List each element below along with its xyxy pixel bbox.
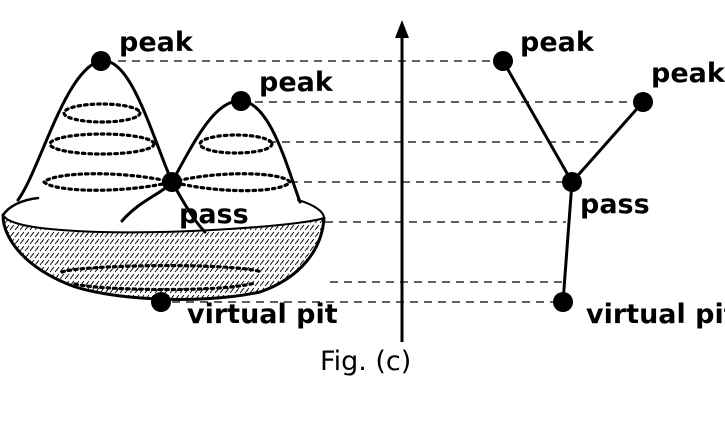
level-lines: [118, 60, 643, 303]
left-pass-node: [162, 172, 182, 192]
left-virtual-pit-label: virtual pit: [187, 299, 338, 330]
contour-peak-1-mid: [48, 132, 156, 156]
left-virtual-pit-node: [151, 292, 171, 312]
height-axis-arrow: [395, 20, 409, 342]
right-pass-node: [562, 172, 582, 192]
left-peak-2-node: [231, 91, 251, 111]
right-peak-1-node: [493, 51, 513, 71]
right-peak-2-node: [633, 92, 653, 112]
left-peak-2-label: peak: [259, 67, 334, 98]
contour-peak-1-high: [62, 102, 142, 124]
edge-peak-2-pass: [570, 100, 645, 184]
right-virtual-pit-node: [553, 292, 573, 312]
bowl-contour-lower: [73, 281, 257, 292]
left-pass-label: pass: [179, 199, 249, 230]
right-pass-label: pass: [580, 189, 650, 220]
left-peak-1-label: peak: [119, 27, 194, 58]
edge-pass-pit: [561, 180, 574, 304]
peak-1-slope: [16, 59, 207, 234]
bowl-contour-upper: [60, 263, 264, 274]
contour-tree-graph: [493, 51, 653, 312]
right-peak-1-label: peak: [520, 27, 595, 58]
right-virtual-pit-label: virtual pit: [586, 299, 725, 330]
bowl-hatched-area: [3, 215, 324, 300]
contour-peak-2-mid: [198, 133, 274, 155]
bowl-rim-front: [2, 199, 325, 234]
left-peak-1-node: [91, 51, 111, 71]
bowl-rim-back: [1, 196, 40, 217]
figure-caption: Fig. (c): [320, 346, 411, 377]
edge-peak-1-pass: [501, 59, 574, 184]
right-peak-2-label: peak: [651, 58, 725, 89]
peak-2-slope: [120, 99, 302, 223]
